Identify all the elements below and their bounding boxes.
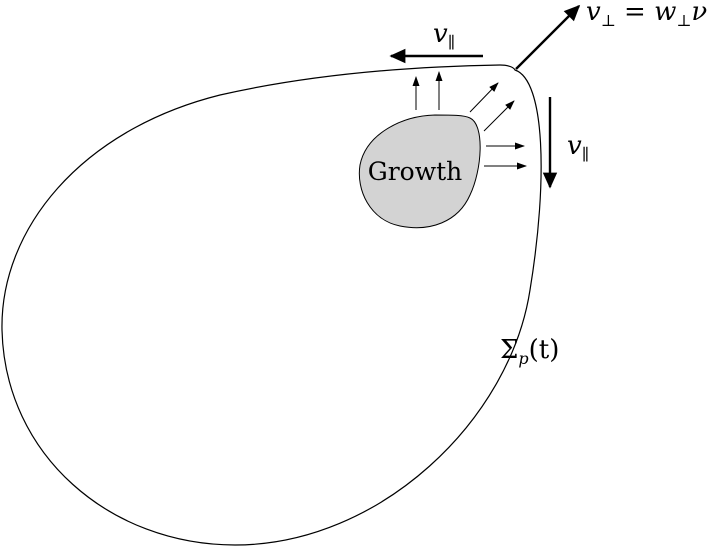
v-par-right-sub: ∥	[582, 145, 589, 164]
arrow-diag-1	[469, 82, 499, 113]
growth-label: Growth	[368, 157, 463, 186]
sigma-label: Σp(t)	[500, 335, 559, 368]
sigma-sub: p	[518, 349, 528, 368]
growth-region	[358, 114, 481, 229]
v-perp-wsub: ⊥	[676, 11, 691, 30]
v-par-right-v: v	[567, 131, 582, 161]
arrow-diag-2	[483, 100, 515, 132]
v-perp-v: v	[586, 0, 601, 27]
v-par-top-label: v∥	[433, 19, 455, 52]
arrow-v-perp	[515, 4, 581, 70]
v-perp-nu: ν	[691, 0, 707, 27]
v-perp-w: w	[654, 0, 676, 27]
v-perp-eq: =	[616, 0, 654, 27]
v-par-right-label: v∥	[567, 131, 589, 164]
v-perp-sub: ⊥	[601, 11, 616, 30]
sigma-symbol: Σ	[500, 335, 518, 365]
surface-curve	[1, 64, 542, 546]
sigma-rest: (t)	[529, 335, 560, 365]
v-perp-label: v⊥ = w⊥ν	[586, 0, 707, 30]
v-par-top-v: v	[433, 19, 448, 49]
v-par-top-sub: ∥	[448, 33, 455, 52]
